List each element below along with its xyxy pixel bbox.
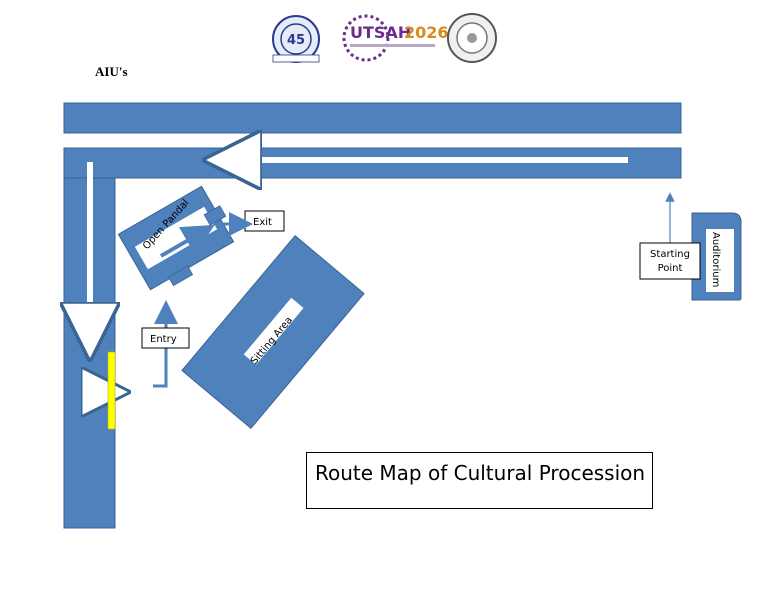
university-seal-logo: 45: [272, 15, 320, 63]
map-title-box: Route Map of Cultural Procession: [306, 452, 653, 509]
svg-text:45: 45: [287, 33, 305, 48]
route-arrow-turn: [90, 378, 106, 392]
svg-text:UTSAH: UTSAH: [350, 23, 411, 42]
exit-label: Exit: [253, 217, 272, 228]
utsah-2026-logo: UTSAH 2026: [342, 14, 449, 62]
map-title: Route Map of Cultural Procession: [315, 461, 646, 485]
entry-arrow: [153, 300, 178, 388]
starting-point-box: [639, 242, 701, 280]
association-of-indian-universities-logo: [447, 13, 497, 63]
open-pandal: [117, 185, 235, 291]
entry-label-box: [141, 327, 190, 349]
auditorium-label: Auditorium: [710, 232, 721, 287]
top-road: [63, 102, 682, 134]
starting-point-label-line1: Starting: [650, 249, 690, 260]
sitting-area: [181, 234, 365, 430]
aiu-label: AIU's: [95, 64, 128, 79]
starting-point-label-line2: Point: [658, 263, 683, 274]
entry-label: Entry: [150, 334, 177, 345]
svg-text:2026: 2026: [404, 23, 449, 42]
gate-marker: [107, 351, 116, 430]
auditorium-label-box: [706, 229, 734, 292]
